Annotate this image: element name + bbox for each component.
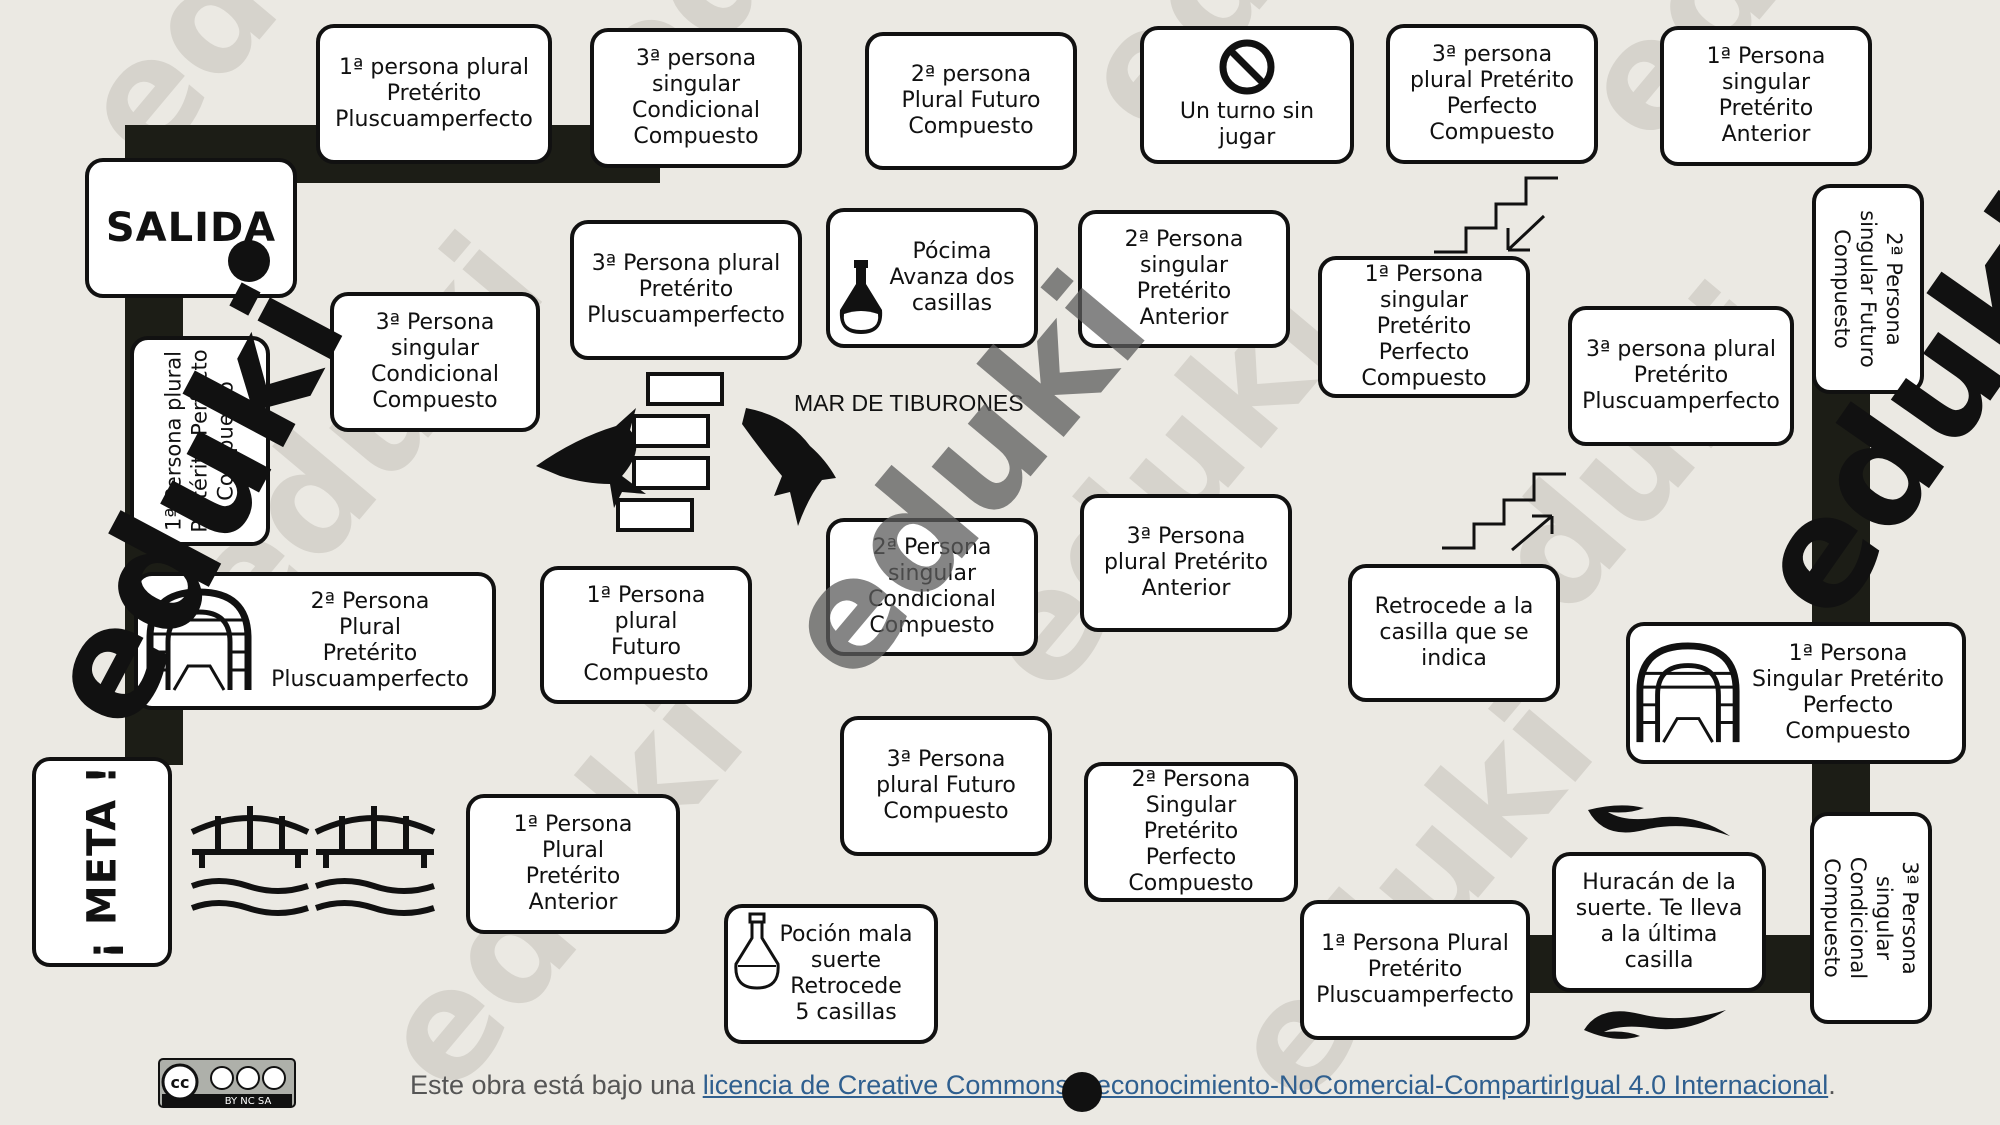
cc-badge-terms: BY NC SA: [225, 1096, 272, 1107]
board-cell: 2ª persona Plural Futuro Compuesto: [865, 32, 1077, 170]
cell-text: 2ª Persona singular Pretérito Anterior: [1124, 227, 1244, 330]
board-cell-go-back: Retrocede a la casilla que se indica: [1348, 564, 1560, 702]
cell-text: 2ª Persona singular Futuro Compuesto: [1830, 210, 1907, 368]
cell-text: 1ª Persona Plural Pretérito Anterior: [513, 812, 633, 915]
board-cell-skip-turn: Un turno sin jugar: [1140, 26, 1354, 164]
cell-text: 2ª persona Plural Futuro Compuesto: [901, 62, 1041, 139]
board-cell: 2ª Persona singular Condicional Compuest…: [826, 518, 1038, 656]
cell-text: 1ª Persona singular Pretérito Anterior: [1706, 44, 1826, 147]
sea-label: MAR DE TIBURONES: [794, 390, 1024, 416]
board-cell: 3ª persona plural Pretérito Pluscuamperf…: [1568, 306, 1794, 446]
cell-text: 3ª Persona plural Futuro Compuesto: [876, 747, 1016, 824]
board-cell: 3ª Persona plural Pretérito Pluscuamperf…: [570, 220, 802, 360]
cell-text: 3ª Persona singular Condicional Compuest…: [370, 310, 500, 413]
board-cell: 3ª Persona singular Condicional Compuest…: [330, 292, 540, 432]
bridge-icon: [190, 806, 436, 916]
cell-text: Poción mala suerte Retrocede 5 casillas: [779, 922, 913, 1025]
wind-icon: [1584, 1010, 1726, 1039]
cell-text: 3ª persona plural Pretérito Perfecto Com…: [1409, 42, 1575, 145]
cell-text: 3ª persona plural Pretérito Pluscuamperf…: [1582, 337, 1780, 414]
cell-text: 1ª Persona Singular Pretérito Perfecto C…: [1752, 641, 1944, 744]
cc-badge-label: cc: [171, 1073, 190, 1092]
board-cell-tunnel: 1ª Persona Singular Pretérito Perfecto C…: [1626, 622, 1966, 764]
license-link[interactable]: licencia de Creative Commons Reconocimie…: [702, 1070, 1829, 1100]
finish-label: ¡ META !: [79, 764, 126, 960]
board-cell: 1ª persona plural Pretérito Pluscuamperf…: [316, 24, 552, 164]
start-cell: SALIDA: [85, 158, 297, 298]
stairs-up-icon: [1442, 472, 1566, 552]
cell-text: Huracán de la suerte. Te lleva a la últi…: [1575, 870, 1743, 973]
board-cell-hurricane: Huracán de la suerte. Te lleva a la últi…: [1552, 852, 1766, 992]
license-prefix: Este obra está bajo una: [410, 1070, 703, 1100]
potion-icon: [839, 260, 883, 334]
board-cell-bad-potion: Poción mala suerte Retrocede 5 casillas: [724, 904, 938, 1044]
cell-text: 1ª Persona singular Pretérito Perfecto C…: [1361, 262, 1487, 391]
board-cell-vertical: 3ª Persona singular Condicional Compuest…: [1810, 812, 1932, 1024]
finish-cell: ¡ META !: [32, 757, 172, 967]
board-cell-vertical: 2ª Persona singular Futuro Compuesto: [1812, 184, 1924, 394]
wind-icon: [1588, 805, 1730, 836]
potion-icon: [734, 912, 780, 990]
cell-text: 1ª Persona plural Futuro Compuesto: [583, 583, 709, 686]
shark-icon: [742, 408, 836, 526]
board-cell: 1ª Persona plural Futuro Compuesto: [540, 566, 752, 704]
board-cell: 1ª Persona singular Pretérito Anterior: [1660, 26, 1872, 166]
license-suffix: .: [1828, 1070, 1836, 1100]
start-label: SALIDA: [105, 205, 277, 251]
shark-icon: [536, 408, 646, 508]
cell-text: 1ª Persona Plural Pretérito Pluscuamperf…: [1316, 931, 1514, 1008]
cell-text: 2ª Persona Singular Pretérito Perfecto C…: [1128, 767, 1254, 896]
cell-text: 2ª Persona singular Condicional Compuest…: [867, 535, 997, 638]
board-cell: 2ª Persona Singular Pretérito Perfecto C…: [1084, 762, 1298, 902]
cell-text: 3ª Persona plural Pretérito Anterior: [1103, 524, 1269, 601]
stairs-down-icon: [1434, 176, 1558, 254]
board-cell-tunnel: 2ª Persona Plural Pretérito Pluscuamperf…: [134, 572, 496, 710]
board-cell: 2ª Persona singular Pretérito Anterior: [1078, 210, 1290, 348]
board-cell-vertical: 1ª Persona plural Pretérito Perfecto Com…: [130, 336, 270, 546]
board-cell: 3ª persona singular Condicional Compuest…: [590, 28, 802, 168]
board-cell: 1ª Persona Plural Pretérito Pluscuamperf…: [1300, 900, 1530, 1040]
license-text: Este obra está bajo una licencia de Crea…: [410, 1070, 1836, 1101]
cell-text: Un turno sin jugar: [1179, 99, 1315, 150]
cell-text: Pócima Avanza dos casillas: [889, 239, 1015, 316]
board-cell: 1ª Persona Plural Pretérito Anterior: [466, 794, 680, 934]
decorative-dot: [1062, 1072, 1102, 1112]
cell-text: 3ª Persona plural Pretérito Pluscuamperf…: [587, 251, 785, 328]
board-cell: 3ª persona plural Pretérito Perfecto Com…: [1386, 24, 1598, 164]
cell-text: Retrocede a la casilla que se indica: [1374, 594, 1534, 671]
tunnel-icon: [146, 588, 252, 691]
board-cell-potion: Pócima Avanza dos casillas: [826, 208, 1038, 348]
cell-text: 3ª Persona singular Condicional Compuest…: [1820, 856, 1923, 980]
board-cell: 1ª Persona singular Pretérito Perfecto C…: [1318, 256, 1530, 398]
decorative-dot: [228, 240, 270, 282]
tunnel-icon: [1636, 642, 1740, 743]
forbidden-icon: [1219, 39, 1275, 95]
board-cell: 3ª Persona plural Pretérito Anterior: [1080, 494, 1292, 632]
cell-text: 2ª Persona Plural Pretérito Pluscuamperf…: [271, 589, 469, 692]
shark-sea-graphic: [536, 372, 836, 532]
cell-text: 1ª Persona plural Pretérito Perfecto Com…: [162, 349, 238, 533]
board-cell: 3ª Persona plural Futuro Compuesto: [840, 716, 1052, 856]
footer: cc BY NC SA Este obra está bajo una lice…: [0, 1056, 2000, 1116]
cell-text: 3ª persona singular Condicional Compuest…: [631, 46, 761, 149]
cell-text: 1ª persona plural Pretérito Pluscuamperf…: [335, 55, 533, 132]
plank-stack: [616, 372, 724, 532]
cc-license-badge[interactable]: cc BY NC SA: [158, 1058, 296, 1108]
